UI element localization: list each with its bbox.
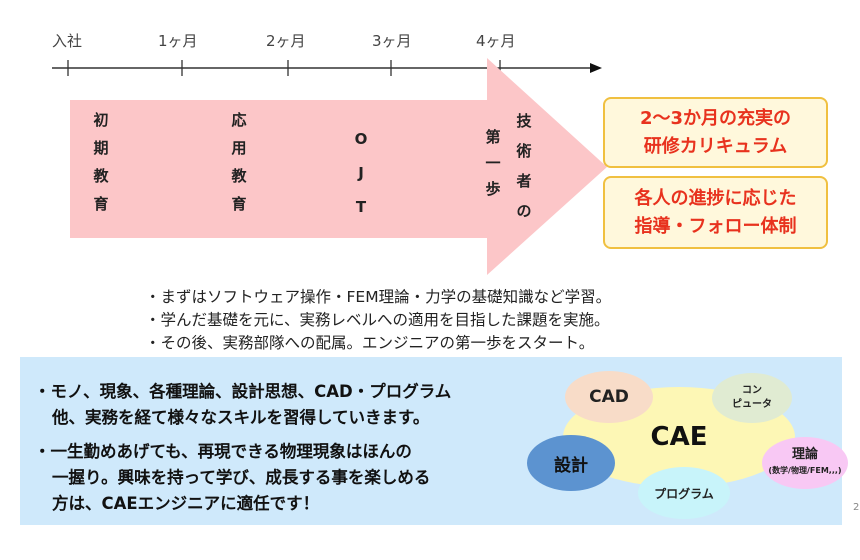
computer-bubble: コンピュータ	[712, 373, 792, 423]
timeline-and-arrow	[52, 58, 607, 275]
stage-applied-education: 応用教育	[231, 111, 247, 213]
highlight-support: 各人の進捗に応じた 指導・フォロー体制	[603, 176, 828, 249]
timeline-label: 4ヶ月	[476, 32, 516, 50]
panel-line: ・一生勤めあげても、再現できる物理現象はほんの	[34, 442, 412, 461]
panel-point: ・一生勤めあげても、再現できる物理現象はほんの 一握り。興味を持って学び、成長す…	[34, 439, 430, 517]
timeline-ticks	[67, 60, 501, 76]
cae-panel: ・モノ、現象、各種理論、設計思想、CAD・プログラム 他、実務を経て様々なスキル…	[20, 357, 848, 525]
panel-line: ・モノ、現象、各種理論、設計思想、CAD・プログラム	[34, 382, 452, 401]
progress-arrow	[70, 58, 607, 275]
bullet-text: ・その後、実務部隊への配属。エンジニアの第一歩をスタート。	[145, 334, 595, 352]
theory-bubble: 理論 (数学/物理/FEM,,,)	[762, 437, 848, 489]
timeline-label: 1ヶ月	[158, 32, 198, 50]
theory-label: 理論	[791, 447, 818, 462]
bullet-text: ・まずはソフトウェア操作・FEM理論・力学の基礎知識など学習。	[145, 288, 612, 306]
stage-engineer: 技術者の	[516, 112, 532, 220]
design-label: 設計	[554, 455, 588, 476]
computer-label: ピュータ	[732, 399, 772, 410]
timeline-label: 2ヶ月	[266, 32, 306, 50]
highlight-line: 指導・フォロー体制	[634, 216, 797, 237]
program-label: プログラム	[654, 486, 714, 501]
bullet-text: ・学んだ基礎を元に、実務レベルへの適用を目指した課題を実施。	[145, 311, 610, 329]
cad-label: CAD	[589, 387, 629, 407]
theory-sub-label: (数学/物理/FEM,,,)	[768, 466, 842, 475]
computer-label: コン	[742, 385, 762, 396]
design-bubble: 設計	[527, 435, 615, 491]
highlight-line: 各人の進捗に応じた	[634, 188, 797, 209]
timeline-label: 3ヶ月	[372, 32, 412, 50]
page-number: 2	[853, 502, 860, 513]
panel-point: ・モノ、現象、各種理論、設計思想、CAD・プログラム 他、実務を経て様々なスキル…	[34, 379, 451, 431]
highlight-line: 研修カリキュラム	[643, 136, 788, 157]
program-bubble: プログラム	[638, 467, 730, 519]
panel-line: 方は、CAEエンジニアに適任です！	[52, 494, 320, 513]
stage-first-step: 第一歩	[485, 128, 501, 198]
panel-line: 他、実務を経て様々なスキルを習得していきます。	[52, 408, 430, 427]
cae-label: CAE	[650, 422, 708, 452]
timeline-label: 入社	[52, 32, 83, 50]
timeline-arrowhead	[590, 63, 602, 73]
highlight-curriculum: 2～3か月の充実の 研修カリキュラム	[603, 97, 828, 168]
stage-initial-education: 初期教育	[93, 111, 109, 213]
highlight-line: 2～3か月の充実の	[639, 108, 792, 129]
cad-bubble: CAD	[565, 371, 653, 423]
panel-line: 一握り。興味を持って学び、成長する事を楽しめる	[52, 468, 431, 487]
